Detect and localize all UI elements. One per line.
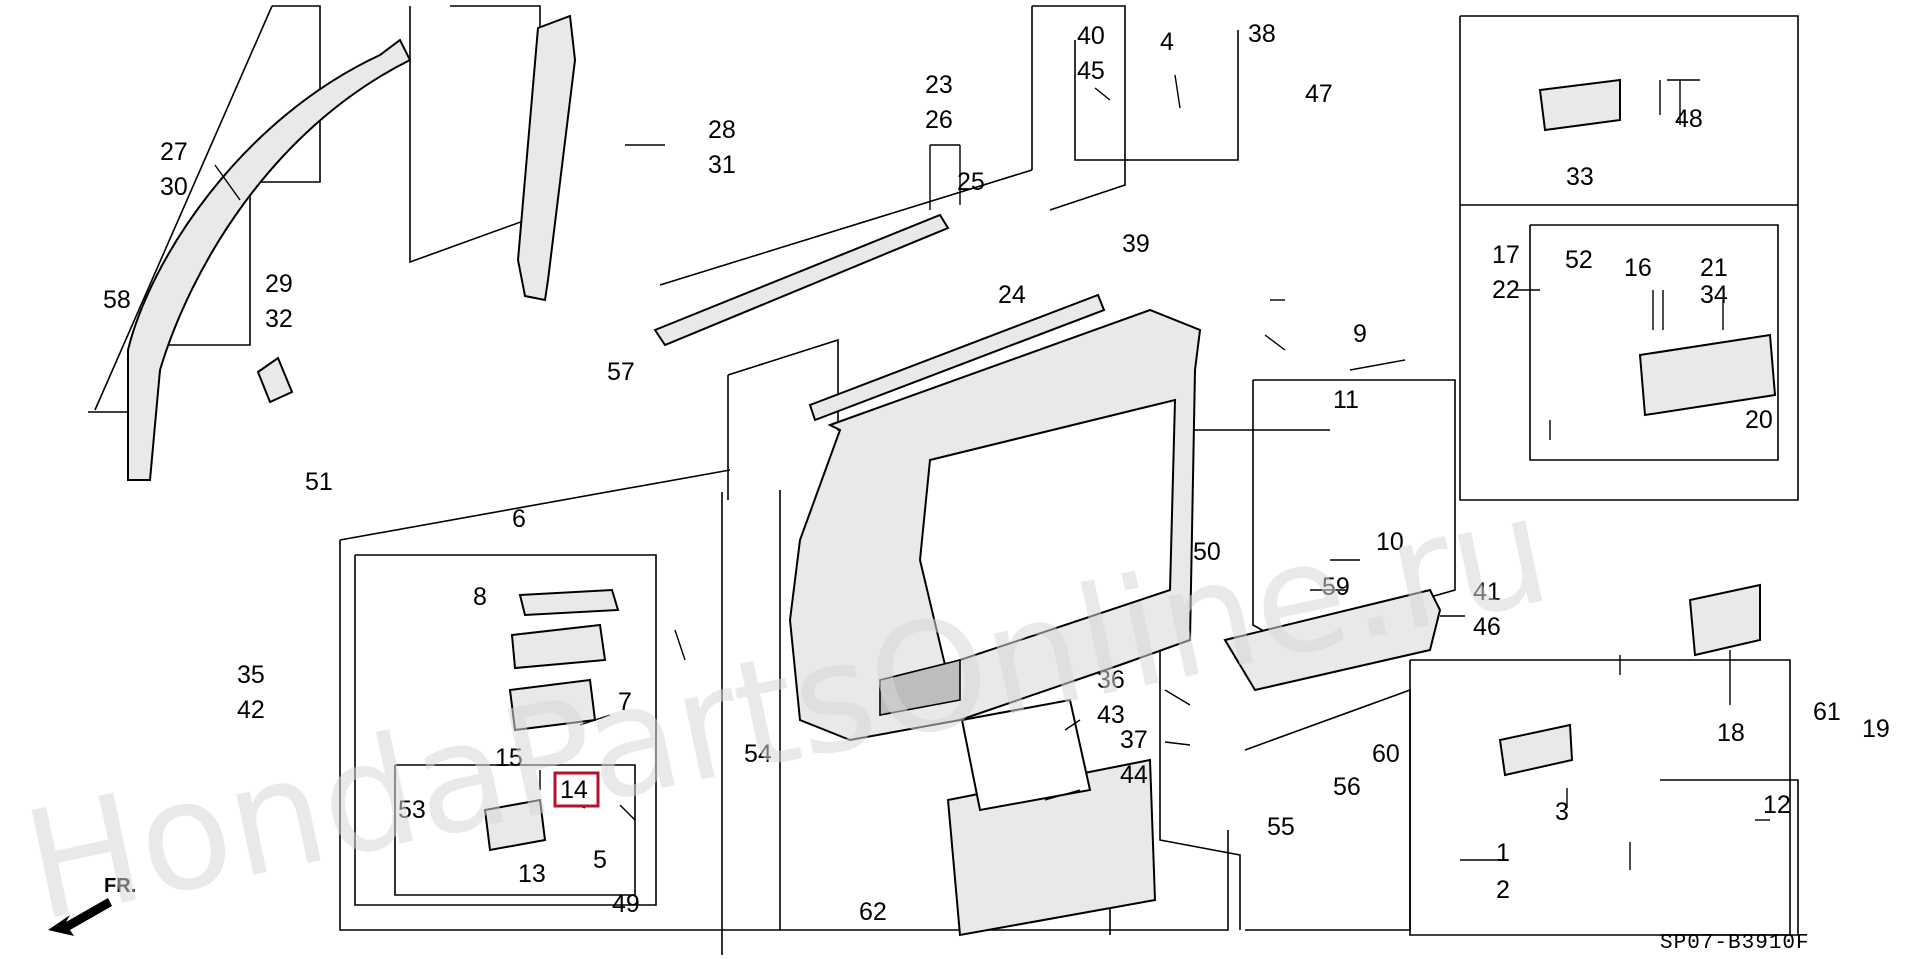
group-frames: [88, 5, 1799, 955]
callout-39: 39: [1122, 230, 1150, 258]
pillar-garnish-part: [516, 14, 577, 302]
callout-15: 15: [495, 744, 523, 772]
inner-handle-part: [1498, 723, 1574, 777]
callout-51: 51: [305, 468, 333, 496]
callout-25: 25: [957, 168, 985, 196]
garnish-part: [256, 356, 294, 404]
callout-5: 5: [593, 846, 607, 874]
regulator-part: [508, 678, 597, 732]
molding-part: [808, 293, 1106, 422]
weatherstrip-part: [653, 213, 950, 347]
callout-36: 36: [1097, 666, 1125, 694]
callout-11: 11: [1333, 386, 1359, 414]
callout-37: 37: [1120, 726, 1148, 754]
callout-3: 3: [1555, 798, 1569, 826]
callout-55: 55: [1267, 813, 1295, 841]
callout-40: 40: [1077, 22, 1105, 50]
callout-58: 58: [103, 286, 131, 314]
callout-28: 28: [708, 116, 736, 144]
part-drawings: [127, 14, 1777, 937]
callout-24: 24: [998, 281, 1026, 309]
callout-26: 26: [925, 106, 953, 134]
callout-13: 13: [518, 860, 546, 888]
callout-49: 49: [612, 890, 640, 918]
callout-29: 29: [265, 270, 293, 298]
callout-33: 33: [1566, 163, 1594, 191]
callout-1: 1: [1496, 839, 1510, 867]
callout-53: 53: [398, 796, 426, 824]
callout-2: 2: [1496, 876, 1510, 904]
callout-60: 60: [1372, 740, 1400, 768]
diagram-code: SP07-B3910F: [1660, 932, 1810, 955]
callout-7: 7: [618, 688, 632, 716]
callout-4: 4: [1160, 28, 1174, 56]
callout-41: 41: [1473, 578, 1501, 606]
door-lining-inner: [918, 398, 1177, 667]
callout-22: 22: [1492, 276, 1520, 304]
sash-molding-part: [127, 38, 412, 481]
callout-31: 31: [708, 151, 736, 179]
callout-21: 21: [1700, 254, 1728, 282]
callout-57: 57: [607, 358, 635, 386]
highlight-box-14: [553, 771, 600, 808]
callout-48: 48: [1675, 105, 1703, 133]
callout-20: 20: [1745, 406, 1773, 434]
callout-10: 10: [1376, 528, 1404, 556]
callout-43: 43: [1097, 701, 1125, 729]
callout-42: 42: [237, 696, 265, 724]
callout-16: 16: [1624, 254, 1652, 282]
callout-17: 17: [1492, 241, 1520, 269]
callout-30: 30: [160, 173, 188, 201]
callout-labels: 1 2 3 4 5 6 7 8 9 10 11 12 13 14 15 16 1…: [103, 20, 1890, 926]
callout-59: 59: [1322, 573, 1350, 601]
callout-6: 6: [512, 505, 526, 533]
armrest-part: [1223, 588, 1442, 692]
callout-19: 19: [1862, 715, 1890, 743]
callout-34: 34: [1700, 281, 1728, 309]
callout-50: 50: [1193, 538, 1221, 566]
callout-45: 45: [1077, 57, 1105, 85]
callout-8: 8: [473, 583, 487, 611]
callout-52: 52: [1565, 246, 1593, 274]
callout-54: 54: [744, 740, 772, 768]
handle-part-8: [518, 588, 620, 617]
pull-pocket: [879, 658, 961, 716]
handle-part-6: [510, 623, 607, 670]
front-label: FR.: [104, 875, 136, 897]
callout-32: 32: [265, 305, 293, 333]
callout-44: 44: [1120, 761, 1148, 789]
front-direction-arrow: FR.: [48, 875, 136, 936]
switch-panel-part: [1638, 333, 1777, 417]
bracket-part: [1688, 583, 1761, 657]
callout-14: 14: [560, 776, 588, 804]
callout-46: 46: [1473, 613, 1501, 641]
callout-62: 62: [859, 898, 887, 926]
callout-18: 18: [1717, 719, 1745, 747]
callout-27: 27: [160, 138, 188, 166]
callout-56: 56: [1333, 773, 1361, 801]
callout-9: 9: [1353, 320, 1367, 348]
callout-47: 47: [1305, 80, 1333, 108]
actuator-part: [483, 798, 547, 852]
callout-35: 35: [237, 661, 265, 689]
handle-escutcheon-part: [1538, 78, 1621, 132]
callout-38: 38: [1248, 20, 1276, 48]
leader-lines: [214, 74, 1770, 870]
speaker-grille: [960, 698, 1092, 812]
callout-23: 23: [925, 71, 953, 99]
callout-61: 61: [1813, 698, 1841, 726]
callout-12: 12: [1763, 791, 1791, 819]
